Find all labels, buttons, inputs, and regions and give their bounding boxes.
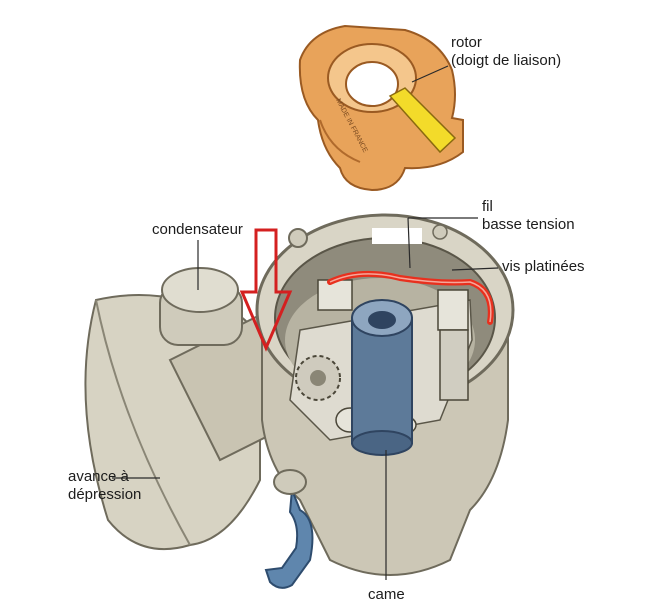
leader-lines xyxy=(112,65,499,580)
cap-clip xyxy=(264,469,314,589)
rotor-label-line1: rotor xyxy=(451,34,482,51)
rotor-label: rotor (doigt de liaison) xyxy=(451,34,561,70)
rotor-label-line2: (doigt de liaison) xyxy=(451,52,562,69)
body-screw xyxy=(288,224,448,248)
fil-label-line2: basse tension xyxy=(482,216,575,233)
vacuum-advance-label: avance à dépression xyxy=(68,468,141,504)
low-tension-wire-label: fil basse tension xyxy=(482,198,575,234)
cam xyxy=(351,299,413,456)
condenser-label: condensateur xyxy=(152,221,243,238)
rotor-part: MADE IN FRANCE xyxy=(298,24,464,192)
fil-label-line1: fil xyxy=(482,198,493,215)
annotation-arrow xyxy=(239,228,293,352)
avance-label-line2: dépression xyxy=(68,486,142,503)
contact-points-label: vis platinées xyxy=(502,258,585,275)
avance-label-line1: avance à xyxy=(68,468,129,485)
condenser xyxy=(159,267,243,346)
cam-label: came xyxy=(368,586,405,603)
